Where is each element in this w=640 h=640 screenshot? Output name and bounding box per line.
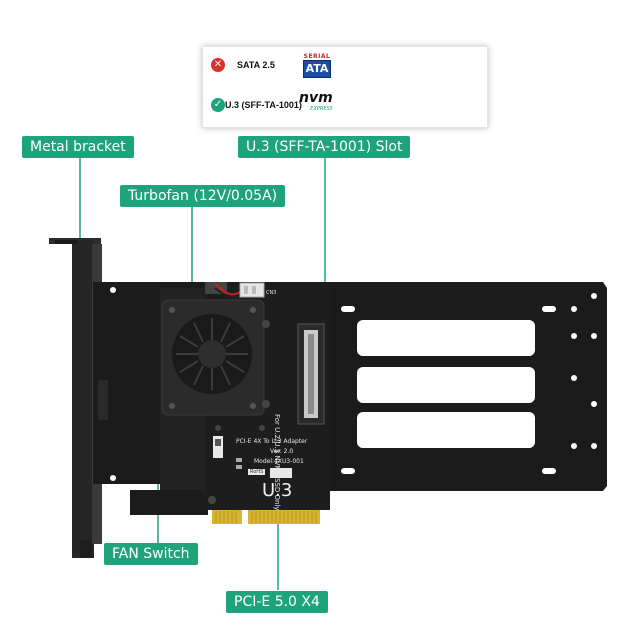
fan-connector [205,282,265,299]
board-model: Model:4XU3-001 [254,458,304,465]
rohs-mark: RoHS [248,469,266,475]
serial-ata-logo: SERIAL ATA [303,53,331,79]
callout-metal-bracket: Metal bracket [22,136,134,158]
connector-note: For U.2/U.3 NVMe SSD Only [273,414,281,511]
compat-label-sata: SATA 2.5 [237,60,275,70]
compat-label-u3: U.3 (SFF-TA-1001) [225,100,302,110]
board-components [208,436,292,504]
pcie-gold-fingers [212,510,320,524]
board-u3-label: U.3 [262,480,293,501]
u3-connector [215,320,325,431]
compatibility-panel: ✕ SATA 2.5 SERIAL ATA ✓ U.3 (SFF-TA-1001… [202,46,488,128]
callout-pcie: PCI-E 5.0 X4 [226,591,328,613]
callout-turbofan: Turbofan (12V/0.05A) [120,185,286,207]
board-version: Ver: 2.0 [270,448,294,455]
callout-fan-switch: FAN Switch [104,543,198,565]
turbofan [161,299,265,416]
not-supported-icon: ✕ [211,58,225,72]
board-title: PCI-E 4X To U.3 Adapter [236,438,308,445]
board-cn3: CN3 [266,290,277,296]
nvme-logo: nvm EXPRESS [299,90,333,113]
callout-u3-slot: U.3 (SFF-TA-1001) Slot [238,136,411,158]
compat-row-sata: ✕ SATA 2.5 SERIAL ATA [203,47,487,87]
supported-check-icon: ✓ [211,98,225,112]
compat-row-u3: ✓ U.3 (SFF-TA-1001) nvm EXPRESS [203,87,487,127]
